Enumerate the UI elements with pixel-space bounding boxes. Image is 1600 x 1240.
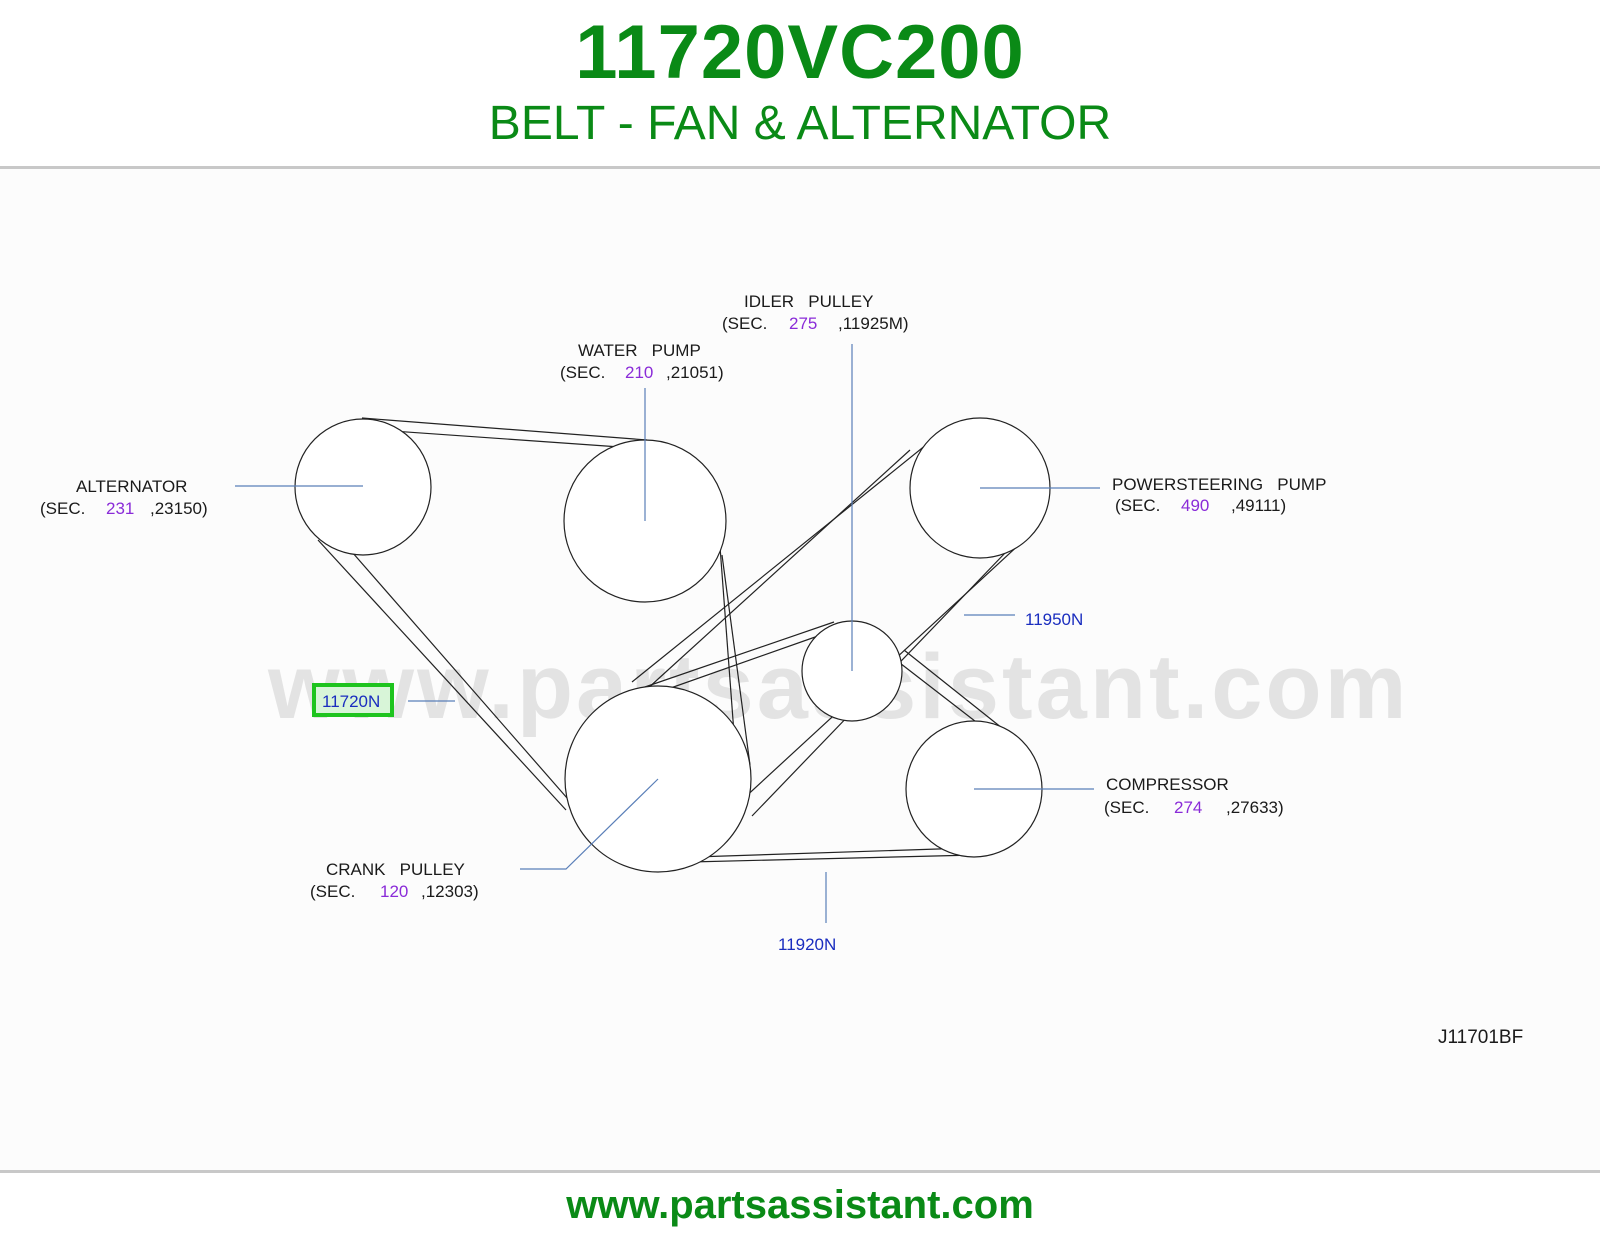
idler-pulley-sec-link[interactable]: 275 bbox=[789, 314, 817, 333]
powersteering-pump-name: POWERSTEERING PUMP bbox=[1112, 475, 1326, 494]
alternator-code: ,23150) bbox=[150, 499, 208, 518]
top-divider bbox=[0, 166, 1600, 169]
callout-11720n[interactable]: 11720N bbox=[322, 692, 380, 711]
powersteering-pump-code: ,49111) bbox=[1231, 496, 1286, 515]
alternator-pulley[interactable] bbox=[294, 418, 432, 556]
compressor-sec-prefix: (SEC. bbox=[1104, 798, 1149, 817]
powersteering-pump-sec-prefix: (SEC. bbox=[1115, 496, 1160, 515]
compressor-sec-link[interactable]: 274 bbox=[1174, 798, 1202, 817]
compressor-label[interactable]: COMPRESSOR (SEC. 274 ,27633) bbox=[1104, 775, 1284, 817]
alternator-label[interactable]: ALTERNATOR (SEC. 231 ,23150) bbox=[40, 477, 208, 518]
alternator-sec-prefix: (SEC. bbox=[40, 499, 85, 518]
belt-routing-diagram: www.partsassistant.com bbox=[0, 169, 1600, 1170]
alternator-sec-link[interactable]: 231 bbox=[106, 499, 134, 518]
alternator-name: ALTERNATOR bbox=[76, 477, 187, 496]
water-pump-code: ,21051) bbox=[666, 363, 724, 382]
idler-pulley-name: IDLER PULLEY bbox=[744, 292, 873, 311]
callout-11950n[interactable]: 11950N bbox=[1025, 610, 1083, 629]
selected-part-highlight[interactable] bbox=[312, 683, 394, 717]
idler-pulley-code: ,11925M) bbox=[838, 314, 909, 333]
idler-pulley-label[interactable]: IDLER PULLEY (SEC. 275 ,11925M) bbox=[722, 292, 909, 333]
powersteering-pump-label[interactable]: POWERSTEERING PUMP (SEC. 490 ,49111) bbox=[1112, 475, 1326, 515]
footer-url-link[interactable]: www.partsassistant.com bbox=[566, 1183, 1034, 1227]
page-header: 11720VC200 BELT - FAN & ALTERNATOR bbox=[0, 0, 1600, 168]
crank-pulley-sec-link[interactable]: 120 bbox=[380, 882, 408, 901]
diagram-svg: www.partsassistant.com bbox=[40, 292, 1523, 1048]
callout-11920n[interactable]: 11920N bbox=[778, 935, 836, 954]
water-pump-label[interactable]: WATER PUMP (SEC. 210 ,21051) bbox=[560, 341, 724, 382]
powersteering-pump-sec-link[interactable]: 490 bbox=[1181, 496, 1209, 515]
compressor-name: COMPRESSOR bbox=[1106, 775, 1229, 794]
compressor-code: ,27633) bbox=[1226, 798, 1284, 817]
part-number-title: 11720VC200 bbox=[575, 10, 1025, 95]
crank-pulley-code: ,12303) bbox=[421, 882, 479, 901]
crank-pulley-label[interactable]: CRANK PULLEY (SEC. 120 ,12303) bbox=[310, 860, 479, 901]
water-pump-name: WATER PUMP bbox=[578, 341, 701, 360]
water-pump-sec-link[interactable]: 210 bbox=[625, 363, 653, 382]
part-description-title: BELT - FAN & ALTERNATOR bbox=[488, 97, 1112, 150]
drawing-code: J11701BF bbox=[1438, 1027, 1523, 1048]
bottom-divider bbox=[0, 1170, 1600, 1173]
leader-lines bbox=[235, 344, 1100, 923]
crank-pulley-sec-prefix: (SEC. bbox=[310, 882, 355, 901]
crank-pulley-name: CRANK PULLEY bbox=[326, 860, 465, 879]
idler-pulley-sec-prefix: (SEC. bbox=[722, 314, 767, 333]
water-pump-sec-prefix: (SEC. bbox=[560, 363, 605, 382]
